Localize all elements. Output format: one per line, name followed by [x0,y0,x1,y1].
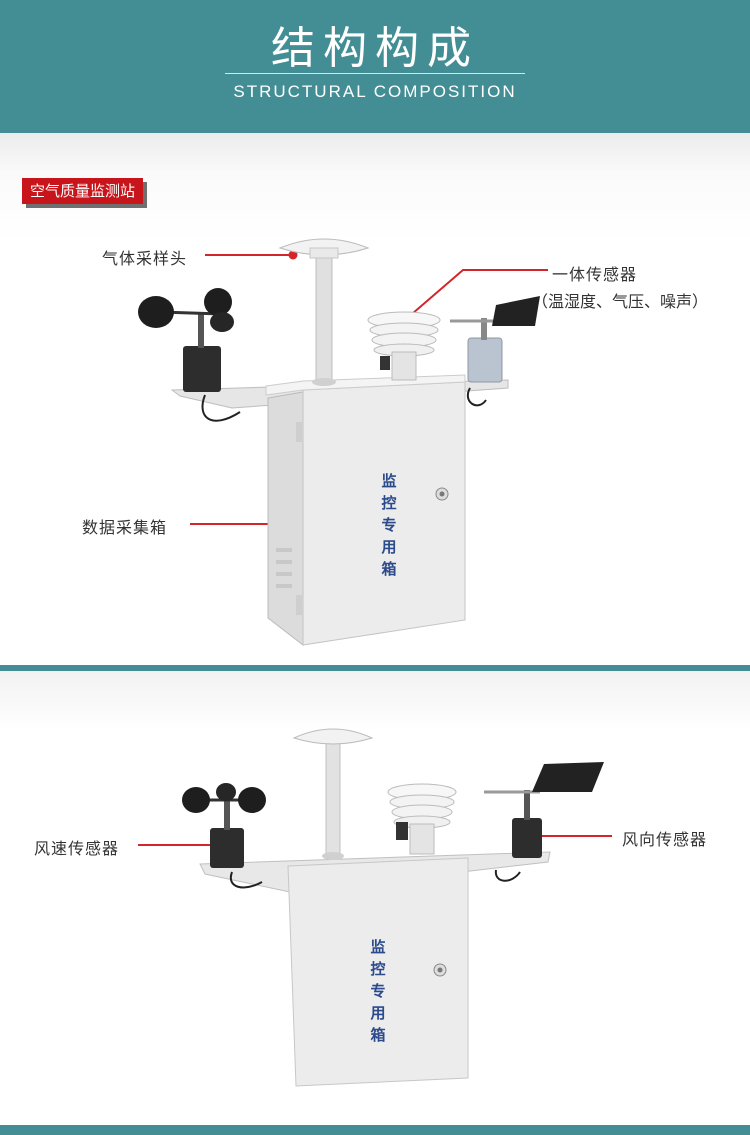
label-data-collection-box: 数据采集箱 [82,518,168,537]
integrated-sensor-shield [367,311,441,381]
wind-speed-sensor [182,783,266,868]
monitoring-box [287,857,469,1087]
header-banner: 结构构成 STRUCTURAL COMPOSITION [0,0,750,133]
label-wind-speed-sensor: 风速传感器 [34,839,120,858]
box-char: 用 [381,538,397,556]
label-integrated-sensor-detail: （温湿度、气压、噪声） [532,292,709,311]
cable [229,871,263,889]
wind-direction-sensor [450,296,540,383]
box-char: 箱 [381,560,397,578]
cable [467,387,487,407]
box-char: 箱 [370,1026,386,1044]
integrated-sensor-shield [387,783,457,855]
section-divider [0,665,750,671]
title-divider [225,73,525,74]
page-subtitle: STRUCTURAL COMPOSITION [233,82,517,101]
label-gas-sampling-head: 气体采样头 [102,249,188,268]
gas-sampling-head [292,728,374,860]
callout-sampling-head [205,250,298,260]
box-char: 用 [370,1004,386,1022]
page-title: 结构构成 [271,23,479,74]
box-char: 控 [381,494,397,512]
wind-direction-sensor [484,762,604,858]
gas-sampling-head [278,238,370,386]
cable [494,869,521,882]
box-char: 控 [370,960,386,978]
label-wind-direction-sensor: 风向传感器 [622,830,708,849]
box-char: 专 [370,982,386,1000]
box-char: 专 [381,516,397,534]
station-type-tag: 空气质量监测站 [22,178,144,204]
footer-band [0,1125,750,1135]
station-illustration-1 [138,238,548,647]
label-integrated-sensor: 一体传感器 [552,265,638,284]
box-text-1: 监 控 专 用 箱 [377,470,401,580]
box-char: 监 [381,472,397,490]
cable [201,394,241,422]
box-char: 监 [370,938,386,956]
box-text-2: 监 控 专 用 箱 [366,936,390,1046]
wind-speed-sensor [138,288,234,392]
